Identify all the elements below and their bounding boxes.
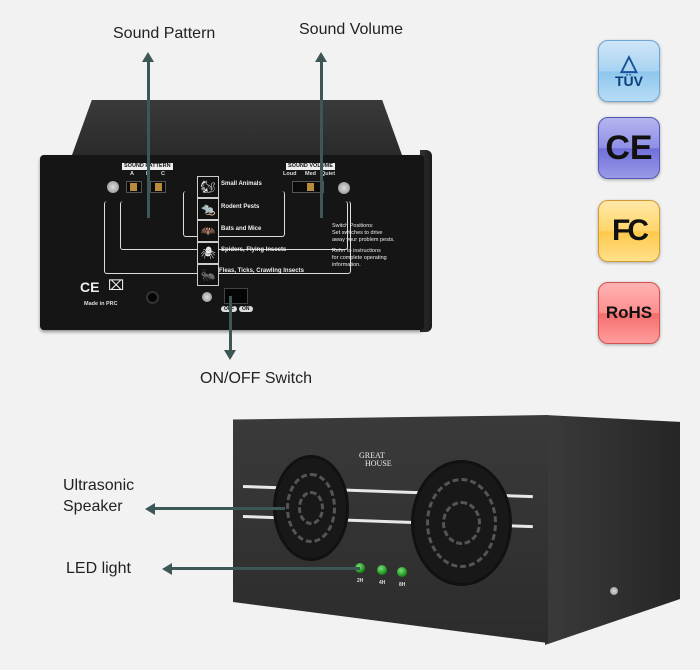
instruction-line: information. <box>332 262 361 268</box>
volume-option-med: Med <box>305 171 316 177</box>
badge-label: FC <box>612 214 649 247</box>
routing-line <box>183 191 285 237</box>
volume-option-loud: Loud <box>283 171 297 177</box>
instructions-text: Switch Positions: Set switches to drive … <box>332 223 395 269</box>
instruction-line: away your problem pests. <box>332 237 395 243</box>
made-in-label: Made in PRC <box>84 301 118 307</box>
routing-line <box>120 201 348 250</box>
led-2h <box>355 563 365 573</box>
device-front-side <box>545 415 680 645</box>
brand-logo: GREAT HOUSE <box>359 452 392 468</box>
routing-line <box>104 201 351 274</box>
ultrasonic-speaker-callout: Ultrasonic Speaker <box>63 475 134 517</box>
dc-jack <box>146 291 159 304</box>
pattern-option-c: C <box>161 171 165 177</box>
instruction-line: Set switches to drive <box>332 230 383 236</box>
arrow-head-left <box>145 503 155 515</box>
volume-option-quiet: Quiet <box>321 171 336 177</box>
squirrel-icon: 🐿 <box>197 176 219 198</box>
badge-label: TÜV <box>615 73 643 89</box>
arrow-head-up <box>142 52 154 62</box>
pest-row-label: Fleas, Ticks, Crawling Insects <box>219 268 304 274</box>
power-switch[interactable] <box>224 288 248 304</box>
arrow-head-down <box>224 350 236 360</box>
device-back-top <box>72 100 402 155</box>
spider-icon: 🕷 <box>197 242 219 264</box>
ultrasonic-speaker-left <box>273 455 349 561</box>
pest-row-label: Small Animals <box>221 181 262 187</box>
brand-line: GREAT <box>359 451 385 460</box>
on-off-switch-callout: ON/OFF Switch <box>200 370 313 387</box>
screw <box>107 181 119 193</box>
device-back-panel: SOUND PATTERN A B C SOUND VOLUME Loud Me… <box>40 155 424 330</box>
led-label: 4H <box>379 580 386 586</box>
rat-icon: 🐀 <box>197 198 219 220</box>
tuv-triangle-icon: △ <box>620 50 638 75</box>
pest-row-label: Bats and Mice <box>221 226 262 232</box>
volume-switch[interactable] <box>292 181 324 193</box>
sound-pattern-callout: Sound Pattern <box>113 25 216 42</box>
sound-volume-arrow <box>320 60 323 218</box>
callout-line: Ultrasonic <box>63 477 135 494</box>
bat-icon: 🦇 <box>197 220 219 242</box>
led-label: 2H <box>357 578 364 584</box>
ultrasonic-speaker-right <box>411 460 512 586</box>
on-label: ON <box>239 306 253 312</box>
sound-volume-label: SOUND VOLUME <box>286 163 335 170</box>
arrow-head-left <box>162 563 172 575</box>
screw <box>610 587 618 595</box>
pattern-option-a: A <box>130 171 134 177</box>
rohs-badge: RoHS <box>598 282 660 344</box>
screw <box>202 292 212 302</box>
fcc-badge: FC <box>598 200 660 262</box>
led-4h <box>377 565 387 575</box>
screw <box>338 182 350 194</box>
callout-line: Speaker <box>63 498 123 515</box>
pattern-switch-c[interactable] <box>150 181 166 193</box>
ce-mark: CE <box>80 279 100 295</box>
ce-badge: CE <box>598 117 660 179</box>
led-label: 8H <box>399 582 406 588</box>
instruction-line: Refer to instructions <box>332 248 381 254</box>
brand-line: HOUSE <box>365 459 392 468</box>
instruction-line: Switch Positions: <box>332 223 374 229</box>
arrow-head-up <box>315 52 327 62</box>
pattern-switch-a[interactable] <box>126 181 142 193</box>
speaker-arrow <box>155 507 285 510</box>
led-light-callout: LED light <box>66 560 131 577</box>
tuv-badge: △ TÜV <box>598 40 660 102</box>
on-off-arrow <box>229 296 232 350</box>
sound-pattern-arrow <box>147 60 150 218</box>
instruction-line: for complete operating <box>332 255 387 261</box>
led-arrow <box>172 567 360 570</box>
pest-row-label: Rodent Pests <box>221 204 260 210</box>
device-front-panel: GREAT HOUSE 2H 4H 8H <box>233 415 548 643</box>
weee-bin-icon: ⌧ <box>108 277 125 293</box>
pest-row-label: Spiders, Flying Insects <box>221 247 287 253</box>
led-8h <box>397 567 407 577</box>
sound-volume-callout: Sound Volume <box>299 21 404 38</box>
flea-icon: 🐜 <box>197 264 219 286</box>
